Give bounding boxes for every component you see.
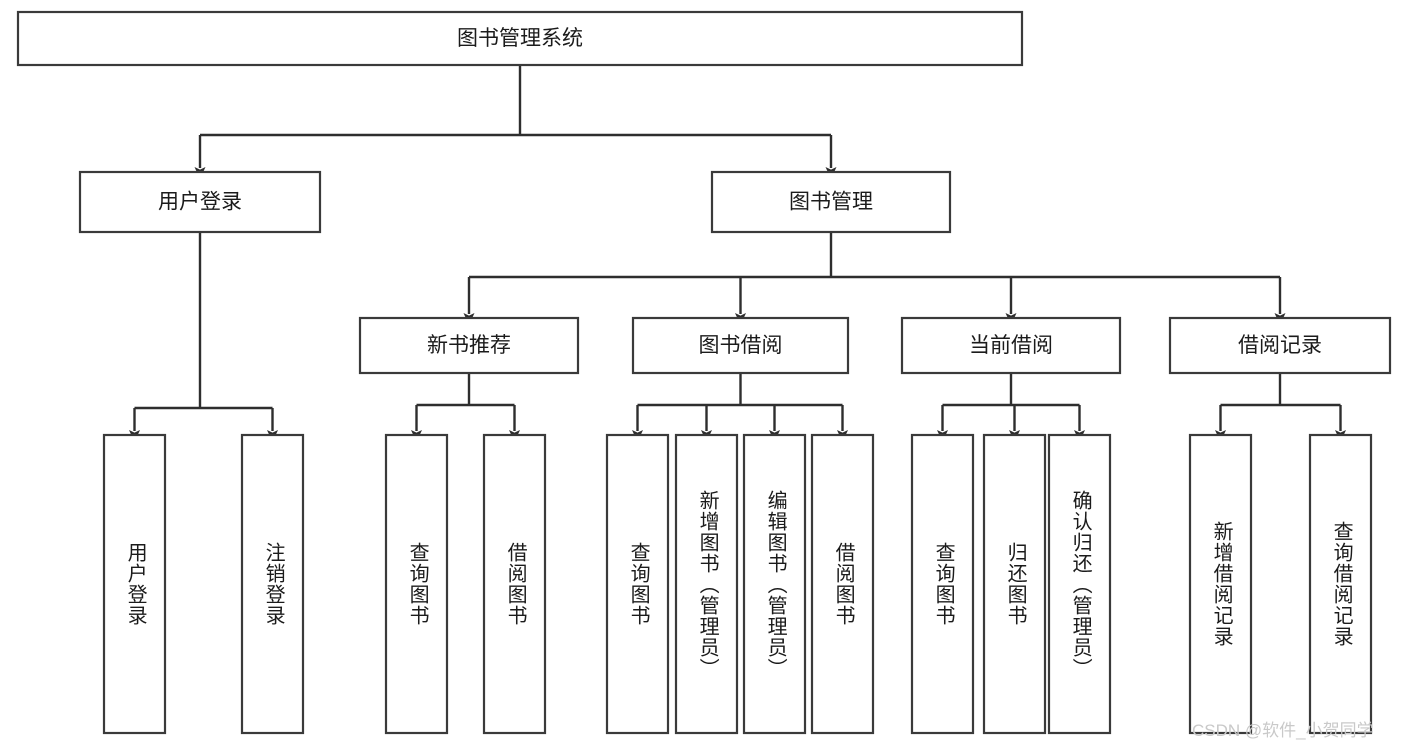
- leaf-node-12[interactable]: [1308, 433, 1373, 735]
- level3-node-1-rect[interactable]: [631, 316, 850, 375]
- leaf-node-3[interactable]: [482, 433, 547, 735]
- level2-node-1-label: 图书管理: [789, 191, 873, 214]
- root-node-book-management-system-label: 图书管理系统: [457, 27, 583, 50]
- leaf-node-11[interactable]: [1188, 433, 1253, 735]
- leaf-node-10[interactable]: [1047, 433, 1112, 735]
- level3-node-2[interactable]: 当前借阅: [900, 316, 1122, 375]
- leaf-node-5-rect[interactable]: [674, 433, 739, 735]
- leaf-node-7-rect[interactable]: [810, 433, 875, 735]
- leaf-node-7[interactable]: [810, 433, 875, 735]
- leaf-node-11-rect[interactable]: [1188, 433, 1253, 735]
- level3-node-3-label: 借阅记录: [1238, 334, 1322, 357]
- leaf-node-0[interactable]: [102, 433, 167, 735]
- leaf-node-12-rect[interactable]: [1308, 433, 1373, 735]
- leaf-node-1-rect[interactable]: [240, 433, 305, 735]
- leaf-node-9[interactable]: [982, 433, 1047, 735]
- level2-node-0-rect[interactable]: [78, 170, 322, 234]
- level3-node-3[interactable]: 借阅记录: [1168, 316, 1392, 375]
- level2-node-1-rect[interactable]: [710, 170, 952, 234]
- connectors-layer: [129, 65, 1346, 442]
- level3-node-3-rect[interactable]: [1168, 316, 1392, 375]
- leaf-node-4-rect[interactable]: [605, 433, 670, 735]
- leaf-node-6-rect[interactable]: [742, 433, 807, 735]
- leaf-node-8[interactable]: [910, 433, 975, 735]
- level2-node-0-label: 用户登录: [158, 191, 242, 214]
- leaf-node-9-rect[interactable]: [982, 433, 1047, 735]
- level3-node-2-label: 当前借阅: [969, 334, 1053, 357]
- level3-node-1-label: 图书借阅: [699, 334, 783, 357]
- leaf-node-0-rect[interactable]: [102, 433, 167, 735]
- level2-node-1[interactable]: 图书管理: [710, 170, 952, 234]
- leaf-node-10-rect[interactable]: [1047, 433, 1112, 735]
- level3-node-1[interactable]: 图书借阅: [631, 316, 850, 375]
- root-node-book-management-system[interactable]: 图书管理系统: [16, 10, 1024, 67]
- leaf-node-3-rect[interactable]: [482, 433, 547, 735]
- level3-node-2-rect[interactable]: [900, 316, 1122, 375]
- root-node-book-management-system-rect[interactable]: [16, 10, 1024, 67]
- level3-node-0-label: 新书推荐: [427, 334, 511, 357]
- leaf-node-1[interactable]: [240, 433, 305, 735]
- leaf-node-2[interactable]: [384, 433, 449, 735]
- leaf-node-6[interactable]: [742, 433, 807, 735]
- level2-node-0[interactable]: 用户登录: [78, 170, 322, 234]
- leaf-node-8-rect[interactable]: [910, 433, 975, 735]
- leaf-node-5[interactable]: [674, 433, 739, 735]
- leaf-node-4[interactable]: [605, 433, 670, 735]
- level3-node-0[interactable]: 新书推荐: [358, 316, 580, 375]
- leaf-node-2-rect[interactable]: [384, 433, 449, 735]
- level3-node-0-rect[interactable]: [358, 316, 580, 375]
